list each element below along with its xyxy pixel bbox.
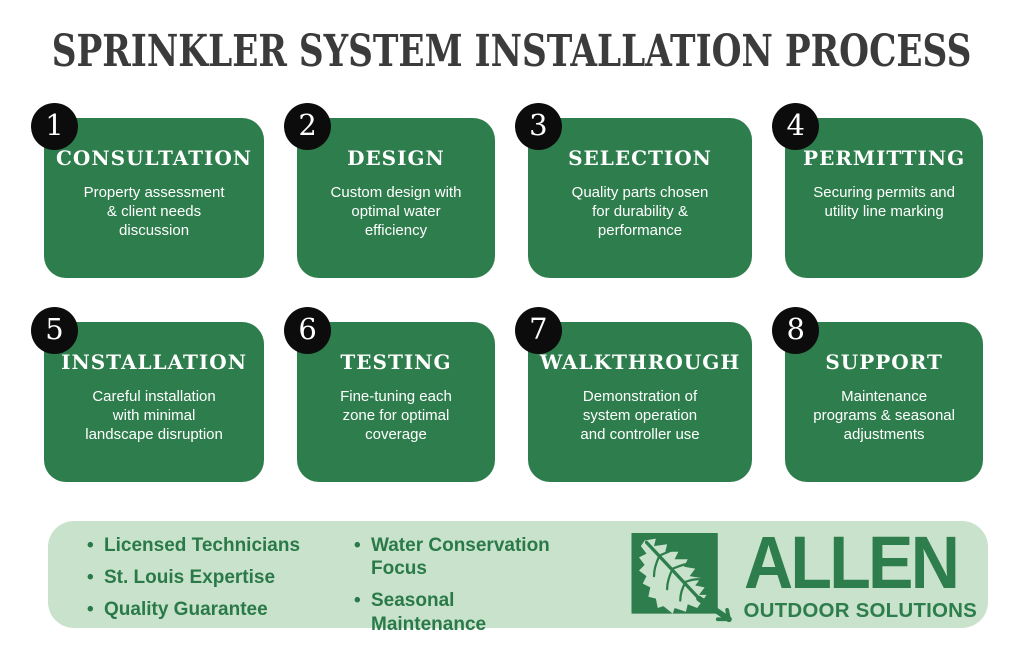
step-title: SUPPORT <box>825 350 943 374</box>
step-number: 4 <box>786 108 805 142</box>
bullet-icon: • <box>354 590 361 612</box>
step-card-support: 8 SUPPORT Maintenance programs & seasona… <box>772 307 983 482</box>
step-card-testing: 6 TESTING Fine-tuning each zone for opti… <box>284 307 495 482</box>
leaf-icon <box>631 533 732 623</box>
list-item: • Licensed Technicians <box>87 534 300 557</box>
bullet-icon: • <box>354 535 361 556</box>
step-title: PERMITTING <box>803 146 966 170</box>
step-description: Maintenance programs & seasonal adjustme… <box>813 388 955 444</box>
step-number: 2 <box>298 108 317 142</box>
page-title-text: SPRINKLER SYSTEM INSTALLATION PROCESS <box>52 26 972 77</box>
step-number: 8 <box>786 312 805 346</box>
step-number: 1 <box>45 108 64 142</box>
step-title: DESIGN <box>347 146 445 170</box>
list-item: • Quality Guarantee <box>87 598 300 621</box>
list-item: • Water Conservation Focus <box>354 534 564 580</box>
step-number-badge: 1 <box>31 103 78 150</box>
steps-grid: 1 CONSULTATION Property assessment & cli… <box>31 103 983 482</box>
step-number-badge: 2 <box>284 103 332 150</box>
step-number-badge: 4 <box>772 103 820 150</box>
step-number: 3 <box>529 108 548 142</box>
step-title: WALKTHROUGH <box>539 350 741 374</box>
step-title: CONSULTATION <box>56 146 253 170</box>
step-number-badge: 8 <box>772 307 820 354</box>
step-number: 6 <box>298 312 317 346</box>
step-number-badge: 6 <box>284 307 332 354</box>
step-card-installation: 5 INSTALLATION Careful installation with… <box>31 307 265 482</box>
highlights-list-left: • Licensed Technicians • St. Louis Exper… <box>87 534 300 622</box>
step-description: Careful installation with minimal landsc… <box>85 388 223 444</box>
step-title: INSTALLATION <box>61 350 247 374</box>
step-card-permitting: 4 PERMITTING Securing permits and utilit… <box>772 103 983 278</box>
highlight-text: St. Louis Expertise <box>104 567 276 589</box>
logo-tagline: OUTDOOR SOLUTIONS <box>743 599 977 622</box>
footer-bar: • Licensed Technicians • St. Louis Exper… <box>48 521 988 635</box>
highlight-text: Licensed Technicians <box>104 535 301 556</box>
step-card-design: 2 DESIGN Custom design with optimal wate… <box>284 103 495 278</box>
logo-name: ALLEN <box>743 521 960 604</box>
step-description: Fine-tuning each zone for optimal covera… <box>340 388 452 444</box>
page-title: SPRINKLER SYSTEM INSTALLATION PROCESS <box>0 26 1024 77</box>
step-number: 5 <box>45 312 64 346</box>
step-number-badge: 7 <box>514 307 562 354</box>
step-description: Quality parts chosen for durability & pe… <box>571 184 709 240</box>
highlights-list-right: • Water Conservation Focus • Seasonal Ma… <box>354 534 564 636</box>
bullet-icon: • <box>87 599 94 621</box>
highlight-text: Water Conservation Focus <box>371 535 550 580</box>
step-description: Securing permits and utility line markin… <box>813 184 955 221</box>
list-item: • Seasonal Maintenance <box>354 589 564 635</box>
step-number: 7 <box>529 312 548 346</box>
logo-text-block: ALLEN OUTDOOR SOLUTIONS <box>744 525 977 622</box>
step-number-badge: 3 <box>514 103 562 150</box>
step-description: Property assessment & client needs discu… <box>83 184 225 240</box>
highlight-text: Seasonal Maintenance <box>371 590 487 635</box>
step-card-selection: 3 SELECTION Quality parts chosen for dur… <box>514 103 753 278</box>
step-number-badge: 5 <box>31 307 78 354</box>
step-title: SELECTION <box>568 146 712 170</box>
step-description: Custom design with optimal water efficie… <box>330 184 462 240</box>
highlight-text: Quality Guarantee <box>104 599 268 621</box>
step-card-consultation: 1 CONSULTATION Property assessment & cli… <box>31 103 265 278</box>
company-logo: ALLEN OUTDOOR SOLUTIONS <box>630 525 977 623</box>
step-card-walkthrough: 7 WALKTHROUGH Demonstration of system op… <box>514 307 753 482</box>
step-description: Demonstration of system operation and co… <box>580 388 700 444</box>
step-title: TESTING <box>340 350 452 374</box>
bullet-icon: • <box>87 567 94 589</box>
bullet-icon: • <box>87 535 94 556</box>
list-item: • St. Louis Expertise <box>87 566 300 589</box>
